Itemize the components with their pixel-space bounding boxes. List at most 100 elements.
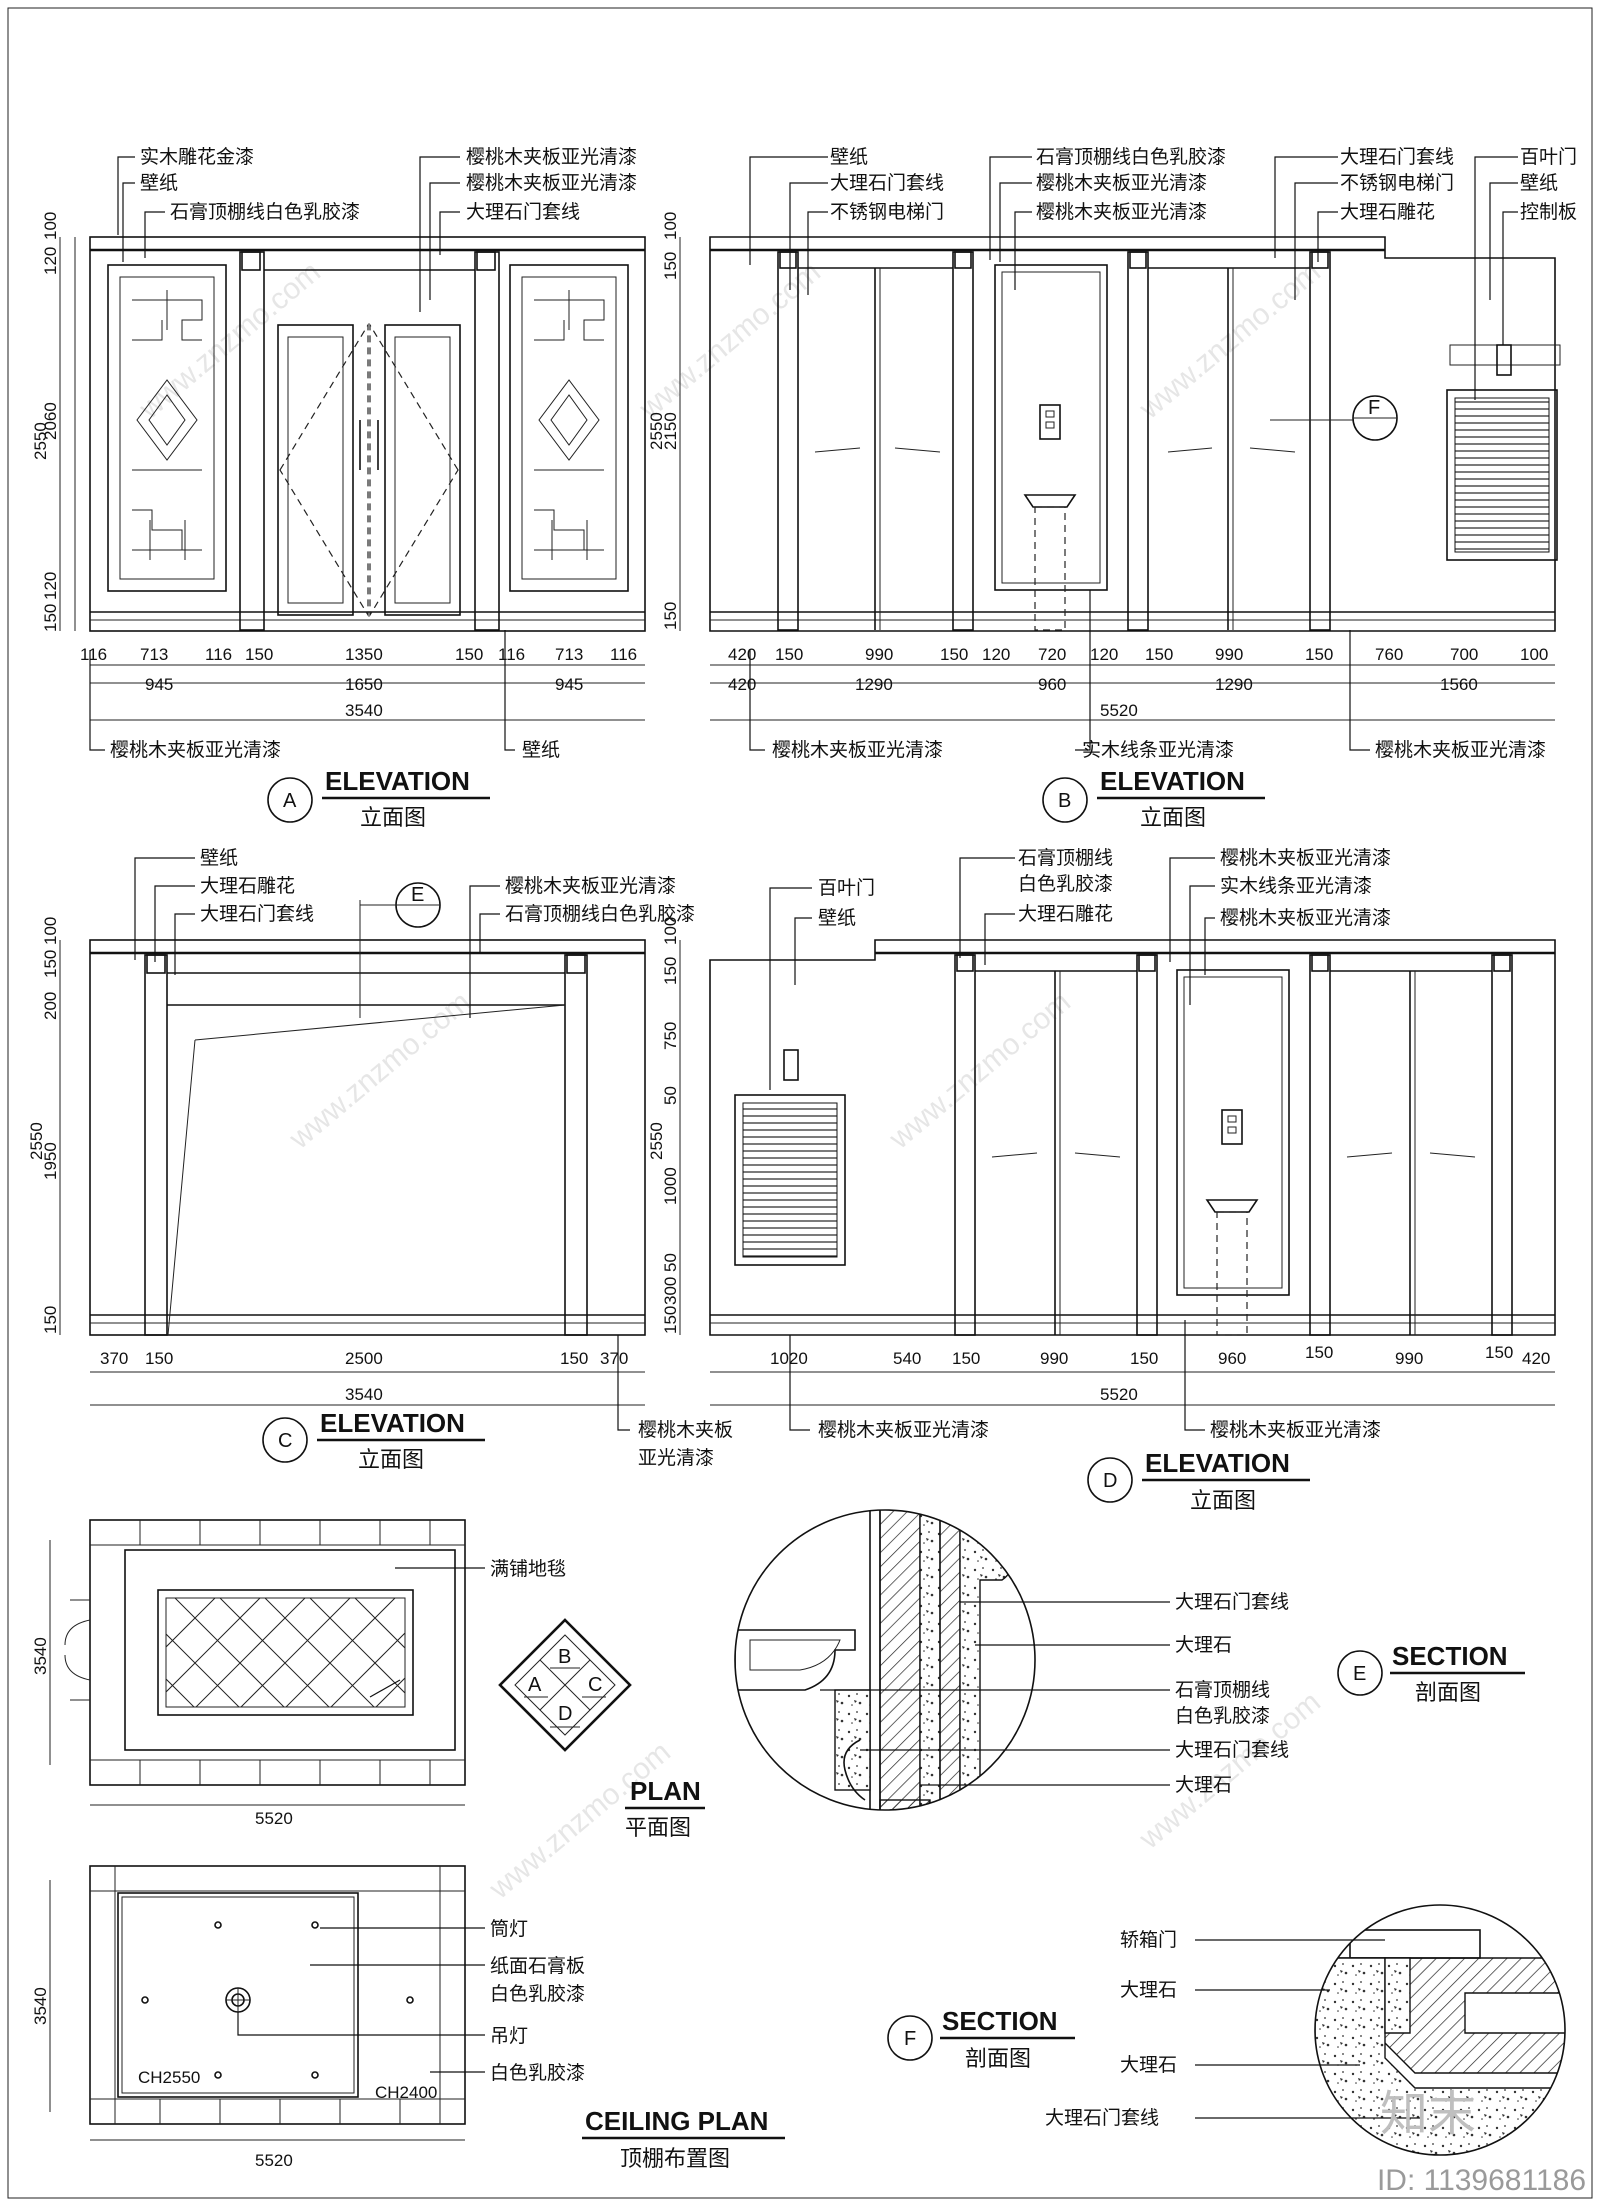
dim-label: 150: [41, 604, 60, 632]
dim-label: 2550: [647, 1122, 666, 1160]
elevation-a-dims: 116 713 116 150 1350 150 116 713 116 945…: [31, 212, 637, 720]
callout-label: 大理石: [1175, 1634, 1232, 1656]
callout-label: 石膏顶棚线白色乳胶漆: [170, 200, 360, 223]
callout-label: 大理石门套线: [466, 201, 580, 223]
drawing-tag: B: [1058, 790, 1071, 812]
callout-label: 壁纸: [522, 739, 560, 761]
dim-label: 150: [952, 1349, 980, 1368]
callout-label: 壁纸: [818, 907, 856, 929]
callout-label: 百叶门: [818, 877, 875, 899]
watermark-text: www.znzmo.com: [1133, 255, 1327, 426]
dim-label: 100: [41, 212, 60, 240]
section-mark: F: [1368, 397, 1380, 419]
dim-label: 150: [661, 602, 680, 630]
callout-label: 大理石: [1175, 1774, 1232, 1796]
callout-label: 满铺地毯: [490, 1558, 566, 1580]
ceiling-title: CEILING PLAN 顶棚布置图: [582, 2106, 785, 2172]
callout-label: 控制板: [1520, 201, 1577, 223]
callout-label: 樱桃木夹板亚光清漆: [1036, 201, 1207, 223]
dim-label: 150: [775, 645, 803, 664]
compass-letter: D: [558, 1703, 572, 1725]
elevation-c: E: [59, 882, 646, 1406]
drawing-subtitle: 立面图: [358, 1448, 424, 1473]
elevation-d-dims: 1020 540 150 990 150 960 150 990 150 420…: [647, 917, 1550, 1404]
compass-letter: B: [558, 1646, 571, 1668]
dim-label: 150: [41, 1306, 60, 1334]
dim-label: 2550: [31, 422, 50, 460]
section-f-title: F SECTION 剖面图: [887, 2006, 1075, 2072]
callout-label: 石膏顶棚线: [1018, 846, 1113, 869]
callout-label: 樱桃木夹板亚光清漆: [818, 1419, 989, 1441]
dim-label: 945: [555, 675, 583, 694]
dim-label: 2150: [661, 412, 680, 450]
compass-key: B A C D: [498, 1618, 632, 1752]
dim-label: 1350: [345, 645, 383, 664]
drawing-tag: E: [1353, 1663, 1366, 1685]
callout-label: 壁纸: [1520, 172, 1558, 194]
dim-label: 1560: [1440, 675, 1478, 694]
dim-label: 150: [940, 645, 968, 664]
dim-label: 200: [41, 992, 60, 1020]
callout-label: 大理石门套线: [200, 903, 314, 925]
callout-label: 大理石门套线: [1340, 146, 1454, 168]
elevation-b-title: B ELEVATION 立面图: [1042, 766, 1265, 831]
dim-label: 3540: [345, 1385, 383, 1404]
dim-label: 50: [661, 1253, 680, 1272]
dim-label: 150: [455, 645, 483, 664]
callout-label: 不锈钢电梯门: [1340, 172, 1454, 194]
dim-label: 1290: [1215, 675, 1253, 694]
dim-label: 945: [145, 675, 173, 694]
callout-label: 大理石门套线: [1045, 2107, 1159, 2129]
sheet-border: [7, 7, 1593, 2199]
callout-label: 百叶门: [1520, 146, 1577, 168]
drawing-title: SECTION: [942, 2006, 1058, 2036]
drawing-subtitle: 顶棚布置图: [620, 2147, 730, 2172]
watermark-text: www.znzmo.com: [283, 985, 477, 1156]
callout-label: 樱桃木夹板亚光清漆: [1210, 1419, 1381, 1441]
elevation-a-callouts: 实木雕花金漆 壁纸 石膏顶棚线白色乳胶漆 樱桃木夹板亚光清漆 樱桃木夹板亚光清漆…: [89, 146, 637, 761]
dim-label: 5520: [255, 2151, 293, 2170]
callout-label: 纸面石膏板: [490, 1954, 585, 1977]
drawing-tag: F: [904, 2028, 916, 2050]
callout-label: 实木线条亚光清漆: [1220, 875, 1372, 897]
elevation-c-dims: 370 150 2500 150 370 3540 100 150 200 19…: [27, 917, 628, 1404]
dim-label: 116: [205, 645, 232, 664]
drawing-subtitle: 立面图: [1190, 1489, 1256, 1514]
dim-label: 420: [728, 645, 756, 664]
callout-label: 实木雕花金漆: [140, 146, 254, 168]
dim-label: 990: [1395, 1349, 1423, 1368]
elevation-b-callouts: 壁纸 大理石门套线 不锈钢电梯门 石膏顶棚线白色乳胶漆 樱桃木夹板亚光清漆 樱桃…: [749, 145, 1577, 761]
dim-label: 116: [80, 645, 107, 664]
compass-letter: C: [588, 1674, 602, 1696]
callout-label: 大理石雕花: [1018, 903, 1113, 925]
dim-label: 150: [145, 1349, 173, 1368]
dim-label: 1290: [855, 675, 893, 694]
dim-label: 120: [41, 572, 60, 600]
drawing-tag: A: [283, 790, 297, 812]
callout-label: 白色乳胶漆: [490, 2062, 585, 2084]
dim-label: 1950: [41, 1142, 60, 1180]
elevation-b: F: [679, 236, 1561, 721]
dim-label: 116: [610, 645, 637, 664]
dim-label: 2550: [647, 412, 666, 450]
dim-label: 990: [1215, 645, 1243, 664]
callout-label: 樱桃木夹板亚光清漆: [1036, 172, 1207, 194]
dim-label: 100: [41, 917, 60, 945]
callout-label: 樱桃木夹板亚光清漆: [772, 739, 943, 761]
callout-label: 不锈钢电梯门: [830, 201, 944, 223]
elevation-c-title: C ELEVATION 立面图: [262, 1408, 485, 1473]
drawing-title: SECTION: [1392, 1641, 1508, 1671]
callout-label: 石膏顶棚线白色乳胶漆: [1036, 145, 1226, 168]
drawing-title: CEILING PLAN: [585, 2106, 768, 2136]
callout-label: 樱桃木夹板: [638, 1419, 733, 1441]
dim-label: 1000: [661, 1167, 680, 1205]
callout-label: 石膏顶棚线白色乳胶漆: [505, 902, 695, 925]
callout-label: 大理石雕花: [1340, 201, 1435, 223]
dim-label: 150: [1305, 1343, 1333, 1362]
elevation-d-title: D ELEVATION 立面图: [1087, 1448, 1310, 1514]
dim-label: 100: [1520, 645, 1548, 664]
callout-label: 吊灯: [490, 2025, 528, 2047]
dim-label: 150: [245, 645, 273, 664]
drawing-subtitle: 立面图: [360, 806, 426, 831]
